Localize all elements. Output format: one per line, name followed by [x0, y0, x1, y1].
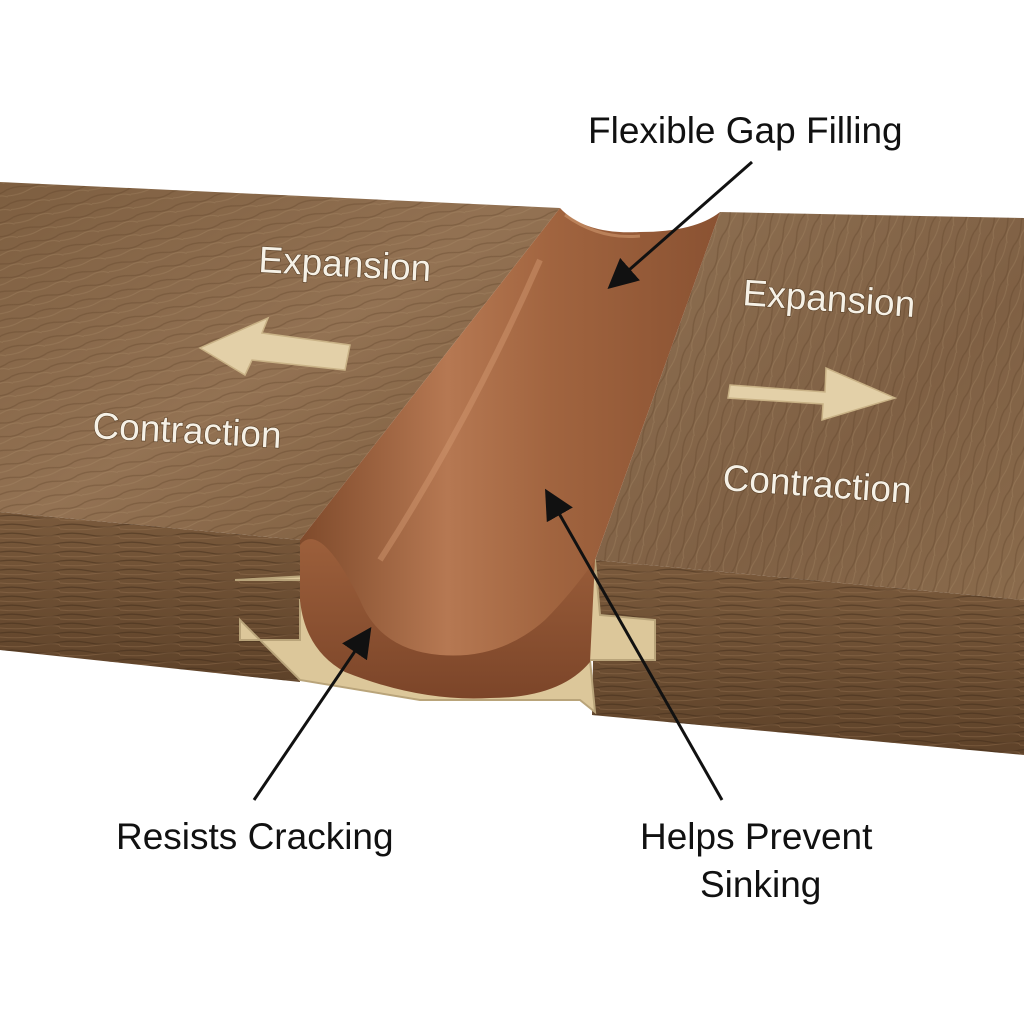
leader-line-cracking [252, 627, 372, 801]
callout-flexible-gap-filling: Flexible Gap Filling [588, 110, 903, 151]
arrow-right-icon [727, 366, 898, 422]
left-expansion-label: Expansion [258, 239, 433, 289]
left-floor-board [0, 182, 560, 682]
joint-filler [300, 208, 720, 699]
filler-front-profile [300, 539, 595, 699]
callout-helps-prevent: Helps Prevent [640, 816, 873, 857]
arrow-left-icon [198, 316, 351, 377]
leader-line-gap-filling [607, 160, 753, 289]
leader-line-sinking [545, 488, 724, 801]
callout-resists-cracking: Resists Cracking [116, 816, 394, 857]
callout-sinking: Sinking [700, 864, 822, 905]
filler-body [300, 208, 720, 696]
right-floor-board [592, 212, 1024, 755]
